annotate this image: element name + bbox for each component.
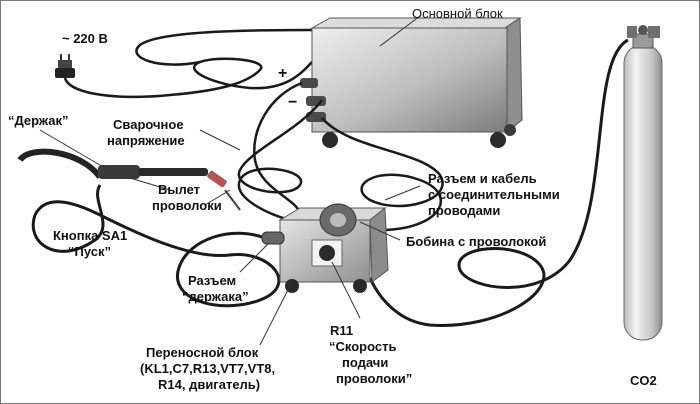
label-button-2: “Пуск”	[68, 244, 111, 259]
connector-leader	[384, 185, 421, 201]
gas-hose	[368, 38, 629, 327]
holder-connector-leader	[239, 243, 269, 273]
label-holder: “Держак”	[8, 113, 69, 128]
label-holder-connector-2: “держака”	[182, 289, 249, 304]
portable-unit	[261, 203, 389, 293]
label-button-1: Кнопка SA1	[53, 228, 128, 243]
label-portable-3: R14, двигатель)	[158, 377, 261, 392]
label-wire-stickout-1: Вылет	[158, 182, 201, 197]
control-cable	[321, 117, 444, 232]
label-welding-voltage-1: Сварочное	[113, 117, 184, 132]
label-connector-cable-2: с соединительными	[428, 187, 560, 202]
stickout-leader	[204, 189, 231, 206]
torch-holder	[98, 165, 241, 211]
label-main-unit: Основной блок	[412, 6, 503, 21]
label-r11-1: R11	[330, 323, 354, 338]
label-mains: ~ 220 В	[62, 31, 108, 46]
label-r11-2: “Скорость	[329, 339, 397, 354]
label-connector-cable-3: проводами	[428, 203, 501, 218]
label-connector-cable-1: Разъем и кабель	[428, 171, 537, 186]
label-portable-2: (KL1,C7,R13,VT7,VT8,	[140, 361, 276, 376]
label-r11-4: проволоки”	[336, 371, 413, 386]
main-unit	[300, 17, 523, 148]
label-wire-stickout-2: проволоки	[152, 198, 222, 213]
mains-plug	[55, 54, 75, 78]
portable-leader	[259, 281, 293, 346]
holder-cable	[31, 184, 281, 308]
holder-leader	[39, 129, 106, 169]
power-cable-plus	[252, 81, 303, 216]
label-portable-1: Переносной блок	[146, 345, 259, 360]
label-minus: −	[288, 94, 298, 111]
label-welding-voltage-2: напряжение	[107, 133, 185, 148]
co2-cylinder	[623, 25, 663, 341]
label-holder-connector-1: Разъем	[188, 273, 237, 288]
label-r11-3: подачи	[342, 355, 389, 370]
control-cable-2	[237, 99, 324, 222]
label-co2: CO2	[630, 373, 657, 388]
button-leader	[129, 177, 171, 191]
main-unit-leader	[379, 15, 421, 47]
mains-cable-2	[135, 28, 313, 66]
mains-cable	[63, 57, 313, 99]
r11-leader	[331, 261, 361, 319]
label-spool: Бобина с проволокой	[406, 234, 547, 249]
spool-leader	[359, 221, 401, 241]
label-plus: +	[278, 65, 288, 82]
holder-body	[17, 148, 103, 179]
voltage-leader	[199, 129, 241, 151]
